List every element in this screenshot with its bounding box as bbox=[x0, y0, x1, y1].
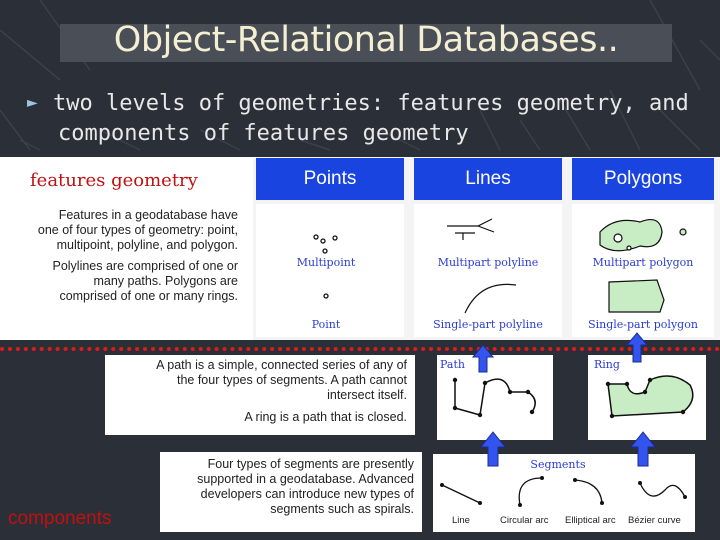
segment-circular-arc-shape bbox=[518, 477, 543, 506]
features-geometry-label: features geometry bbox=[30, 170, 198, 191]
desc-line: developers can introduce new types of bbox=[200, 487, 414, 501]
bullet-line-1: two levels of geometries: features geome… bbox=[53, 91, 689, 116]
desc-line: many paths. Polygons are bbox=[93, 274, 238, 288]
separator-line bbox=[0, 347, 720, 351]
caption-ring: Ring bbox=[594, 358, 620, 371]
caption-segments: Segments bbox=[530, 458, 586, 471]
caption-multipart-polygon: Multipart polygon bbox=[592, 256, 694, 269]
caption-multipart-polyline: Multipart polyline bbox=[437, 256, 539, 269]
desc-line: multipoint, polyline, and polygon. bbox=[56, 238, 238, 252]
features-description: Features in a geodatabase have one of fo… bbox=[0, 208, 238, 304]
segments-panel bbox=[433, 454, 695, 532]
path-shape bbox=[454, 378, 536, 416]
desc-line: A path is a simple, connected series of … bbox=[156, 358, 407, 372]
components-label: components bbox=[8, 508, 112, 529]
multipart-polyline-shape bbox=[447, 218, 495, 240]
ring-shape bbox=[607, 375, 694, 417]
slide-title: Object-Relational Databases.. bbox=[113, 20, 619, 60]
header-points: Points bbox=[256, 158, 404, 200]
multipart-polygon-shape bbox=[599, 219, 687, 252]
segment-vertices bbox=[440, 476, 687, 507]
ring-vertices bbox=[605, 377, 686, 419]
segment-label-elliptical-arc: Elliptical arc bbox=[565, 515, 616, 526]
desc-line: one of four types of geometry: point, bbox=[37, 223, 238, 237]
caption-multipoint: Multipoint bbox=[296, 256, 356, 269]
desc-line: Features in a geodatabase have bbox=[58, 208, 238, 222]
segment-label-bezier: Bézier curve bbox=[628, 515, 681, 526]
desc-line: comprised of one or many rings. bbox=[59, 289, 238, 303]
header-lines: Lines bbox=[414, 158, 562, 200]
caption-path: Path bbox=[440, 358, 465, 371]
segments-description: Four types of segments are presently sup… bbox=[160, 457, 414, 517]
single-polyline-shape bbox=[464, 283, 517, 314]
bullet-line-2: components of features geometry bbox=[58, 121, 469, 146]
header-polygons: Polygons bbox=[572, 158, 714, 200]
desc-line: Polylines are comprised of one or bbox=[52, 259, 238, 273]
caption-single-polyline: Single-part polyline bbox=[433, 318, 543, 331]
path-description-panel bbox=[105, 355, 415, 435]
desc-line: segments such as spirals. bbox=[270, 502, 414, 516]
path-vertices bbox=[452, 377, 535, 418]
desc-line: supported in a geodatabase. Advanced bbox=[197, 472, 414, 486]
segments-description-panel bbox=[160, 452, 422, 532]
point-shape bbox=[323, 293, 329, 299]
points-cell bbox=[256, 204, 404, 337]
desc-line: intersect itself. bbox=[327, 388, 407, 402]
desc-line: Four types of segments are presently bbox=[207, 457, 414, 471]
desc-line: A ring is a path that is closed. bbox=[244, 410, 407, 424]
bullet-point: ► two levels of geometries: features geom… bbox=[27, 88, 707, 149]
segment-line-shape bbox=[441, 484, 481, 504]
segment-elliptical-arc-shape bbox=[574, 479, 603, 504]
single-polygon-shape bbox=[608, 279, 665, 313]
segment-label-line: Line bbox=[452, 515, 470, 526]
segment-label-circular-arc: Circular arc bbox=[500, 515, 549, 526]
bullet-arrow-icon: ► bbox=[27, 95, 38, 111]
desc-line: the four types of segments. A path canno… bbox=[176, 373, 407, 387]
caption-point: Point bbox=[311, 318, 341, 331]
arrow-up-icon bbox=[471, 332, 657, 467]
caption-single-polygon: Single-part polygon bbox=[588, 318, 698, 331]
segment-bezier-shape bbox=[639, 482, 686, 498]
path-description: A path is a simple, connected series of … bbox=[105, 358, 407, 425]
title-bar bbox=[60, 24, 672, 62]
lines-cell bbox=[414, 204, 562, 337]
multipoint-shape bbox=[313, 234, 338, 254]
